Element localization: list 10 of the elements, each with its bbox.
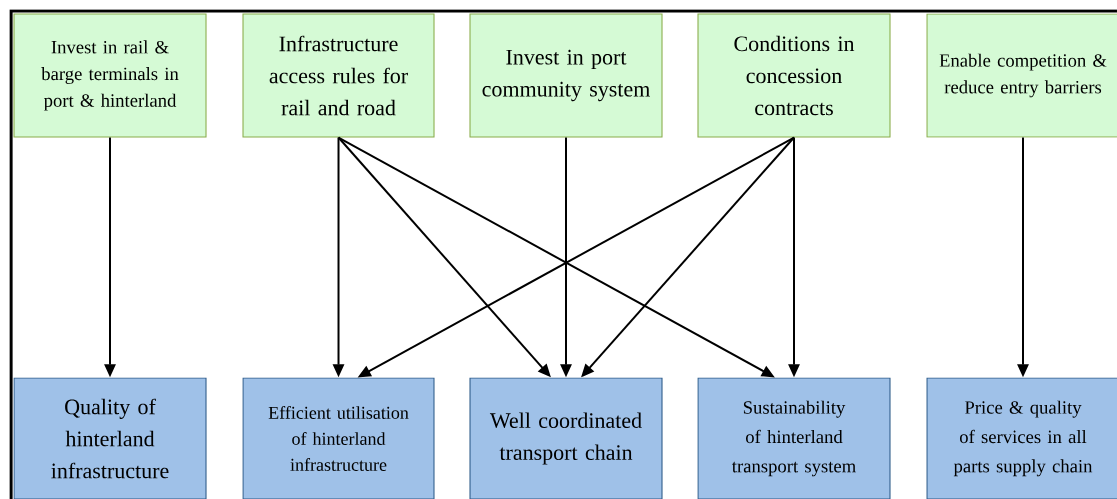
action-box: Invest in rail & barge terminals in port & hinterland — [13, 13, 207, 138]
goal-box: Price & quality of services in all parts supply chain — [926, 377, 1117, 499]
goal-box: Quality of hinterland infrastructure — [13, 377, 207, 499]
action-box: Conditions in concession contracts — [697, 13, 891, 138]
action-box: Infrastructure access rules for rail and road — [242, 13, 435, 138]
action-box: Enable competition & reduce entry barriers — [926, 13, 1117, 138]
goal-box: Sustainability of hinterland transport system — [697, 377, 891, 499]
goal-box: Well coordinated transport chain — [469, 377, 663, 499]
action-box: Invest in port community system — [469, 13, 663, 138]
goal-box: Efficient utilisation of hinterland infrastructure — [242, 377, 435, 499]
